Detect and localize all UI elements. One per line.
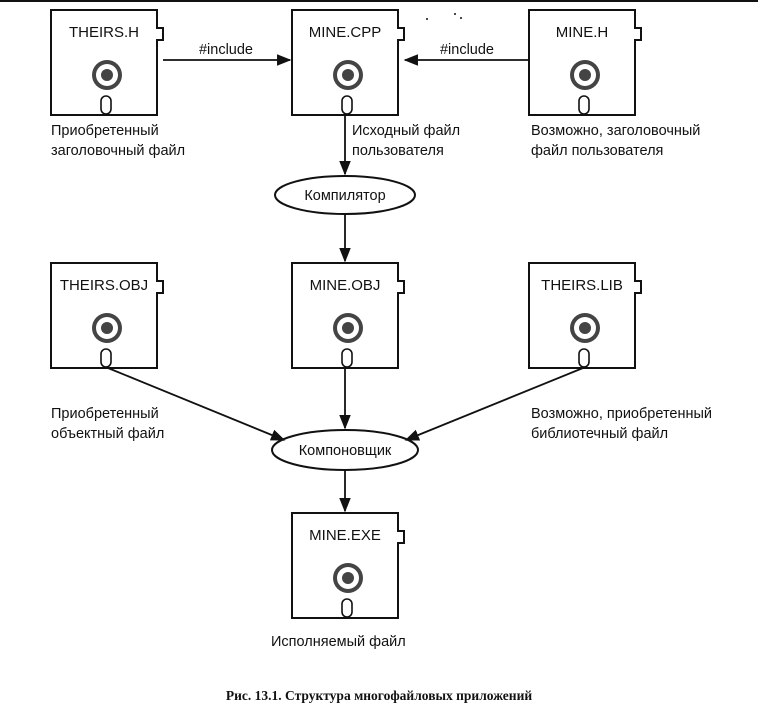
desc-mine-cpp: Исходный файл пользователя: [352, 121, 460, 161]
floppy-label-theirs-h: THEIRS.H: [69, 24, 139, 41]
desc-theirs-obj: Приобретенный объектный файл: [51, 404, 164, 444]
disk-slot-icon: [341, 598, 353, 618]
linker-label: Компоновщик: [299, 443, 392, 459]
disk-hub-icon: [333, 60, 363, 90]
edge-theirs-obj-to-linker: [107, 367, 286, 441]
disk-slot-icon: [341, 95, 353, 115]
floppy-mine-h: MINE.H: [528, 9, 642, 116]
linker-node: Компоновщик: [271, 429, 419, 471]
scan-speck: [454, 13, 456, 15]
floppy-label-mine-exe: MINE.EXE: [309, 527, 381, 544]
floppy-theirs-obj: THEIRS.OBJ: [50, 262, 164, 369]
top-rule: [0, 0, 758, 2]
disk-slot-icon: [100, 348, 112, 368]
disk-slot-icon: [578, 348, 590, 368]
compiler-label: Компилятор: [304, 188, 385, 204]
desc-mine-exe: Исполняемый файл: [271, 632, 406, 652]
disk-hub-icon: [333, 313, 363, 343]
desc-theirs-obj-line2: объектный файл: [51, 426, 165, 442]
include-label-left: #include: [199, 42, 253, 58]
floppy-theirs-h: THEIRS.H: [50, 9, 164, 116]
disk-slot-icon: [100, 95, 112, 115]
desc-mine-h: Возможно, заголовочный файл пользователя: [531, 121, 700, 161]
compiler-node: Компилятор: [274, 175, 416, 215]
floppy-label-mine-cpp: MINE.CPP: [309, 24, 382, 41]
desc-theirs-h: Приобретенный заголовочный файл: [51, 121, 185, 161]
disk-hub-icon: [570, 60, 600, 90]
desc-mine-h-line1: Возможно, заголовочный: [531, 123, 701, 139]
disk-hub-icon: [333, 563, 363, 593]
floppy-label-mine-h: MINE.H: [556, 24, 609, 41]
disk-slot-icon: [341, 348, 353, 368]
scan-speck: [460, 17, 462, 19]
floppy-mine-obj: MINE.OBJ: [291, 262, 405, 369]
include-label-right: #include: [440, 42, 494, 58]
desc-theirs-lib-line2: библиотечный файл: [531, 426, 669, 442]
edge-theirs-lib-to-linker: [404, 367, 584, 441]
floppy-mine-cpp: MINE.CPP: [291, 9, 405, 116]
disk-hub-icon: [92, 60, 122, 90]
desc-theirs-obj-line1: Приобретенный: [51, 406, 159, 422]
disk-hub-icon: [92, 313, 122, 343]
scan-speck: [426, 18, 428, 20]
disk-hub-icon: [570, 313, 600, 343]
floppy-label-theirs-lib: THEIRS.LIB: [541, 277, 623, 294]
desc-theirs-lib: Возможно, приобретенный библиотечный фай…: [531, 404, 712, 444]
desc-mine-cpp-line1: Исходный файл: [352, 123, 461, 139]
desc-theirs-lib-line1: Возможно, приобретенный: [531, 406, 713, 422]
floppy-theirs-lib: THEIRS.LIB: [528, 262, 642, 369]
floppy-mine-exe: MINE.EXE: [291, 512, 405, 619]
disk-slot-icon: [578, 95, 590, 115]
desc-mine-h-line2: файл пользователя: [531, 143, 664, 159]
floppy-label-mine-obj: MINE.OBJ: [310, 277, 381, 294]
desc-theirs-h-line2: заголовочный файл: [51, 143, 186, 159]
desc-mine-cpp-line2: пользователя: [352, 143, 444, 159]
desc-theirs-h-line1: Приобретенный: [51, 123, 159, 139]
desc-mine-exe-line1: Исполняемый файл: [271, 634, 406, 650]
floppy-label-theirs-obj: THEIRS.OBJ: [60, 277, 148, 294]
figure-caption: Рис. 13.1. Структура многофайловых прило…: [225, 688, 533, 703]
